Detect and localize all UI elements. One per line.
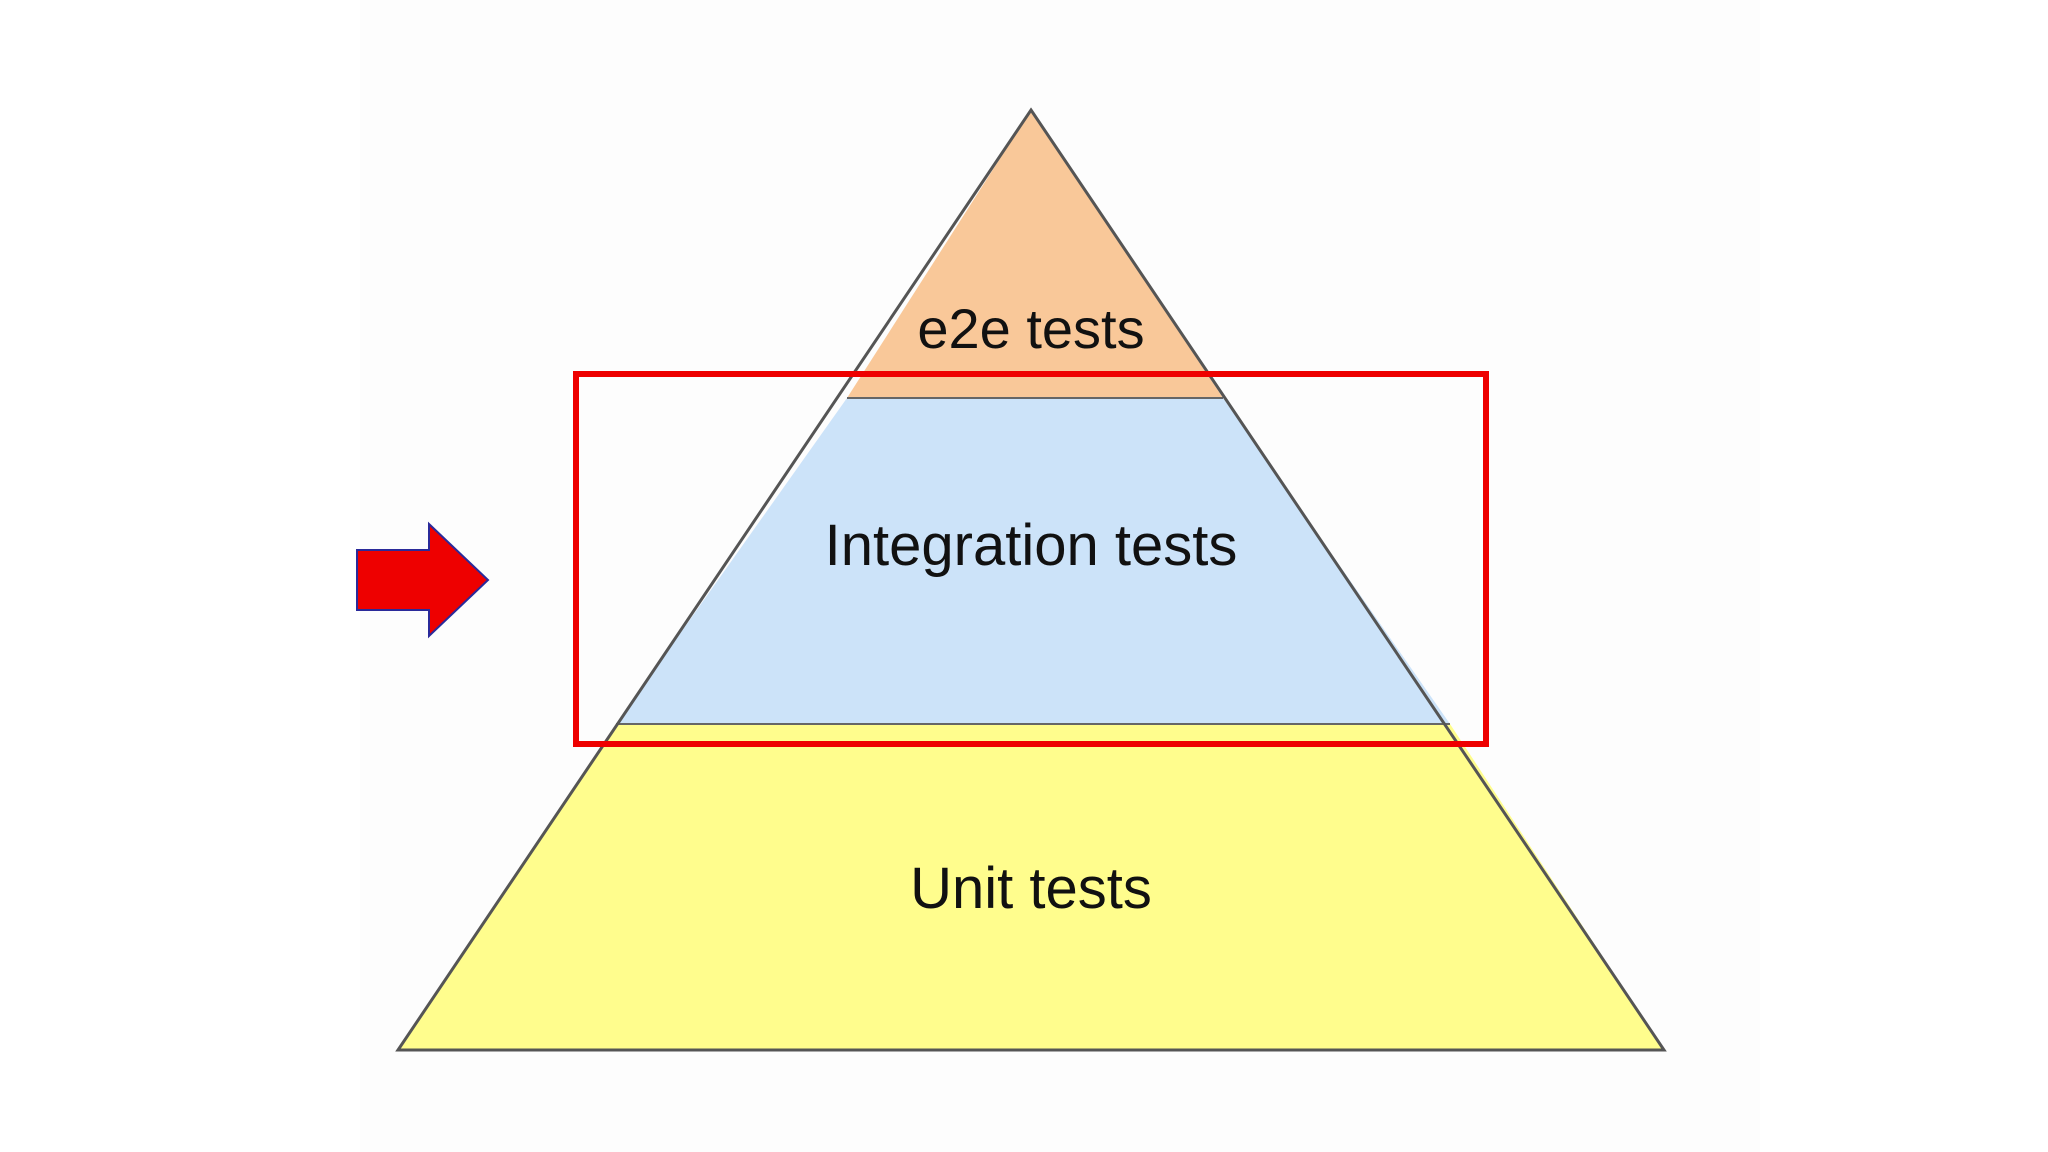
label-e2e-tests: e2e tests (917, 297, 1144, 360)
label-integration-tests: Integration tests (825, 513, 1238, 578)
pyramid-layer-integration (616, 398, 1450, 724)
pyramid-outline (395, 107, 1667, 1052)
highlight-box (573, 371, 1489, 747)
arrow-right-icon (356, 521, 490, 639)
pyramid-layer-e2e (847, 110, 1223, 398)
label-unit-tests: Unit tests (910, 856, 1152, 921)
pyramid-layer-unit (398, 724, 1664, 1050)
